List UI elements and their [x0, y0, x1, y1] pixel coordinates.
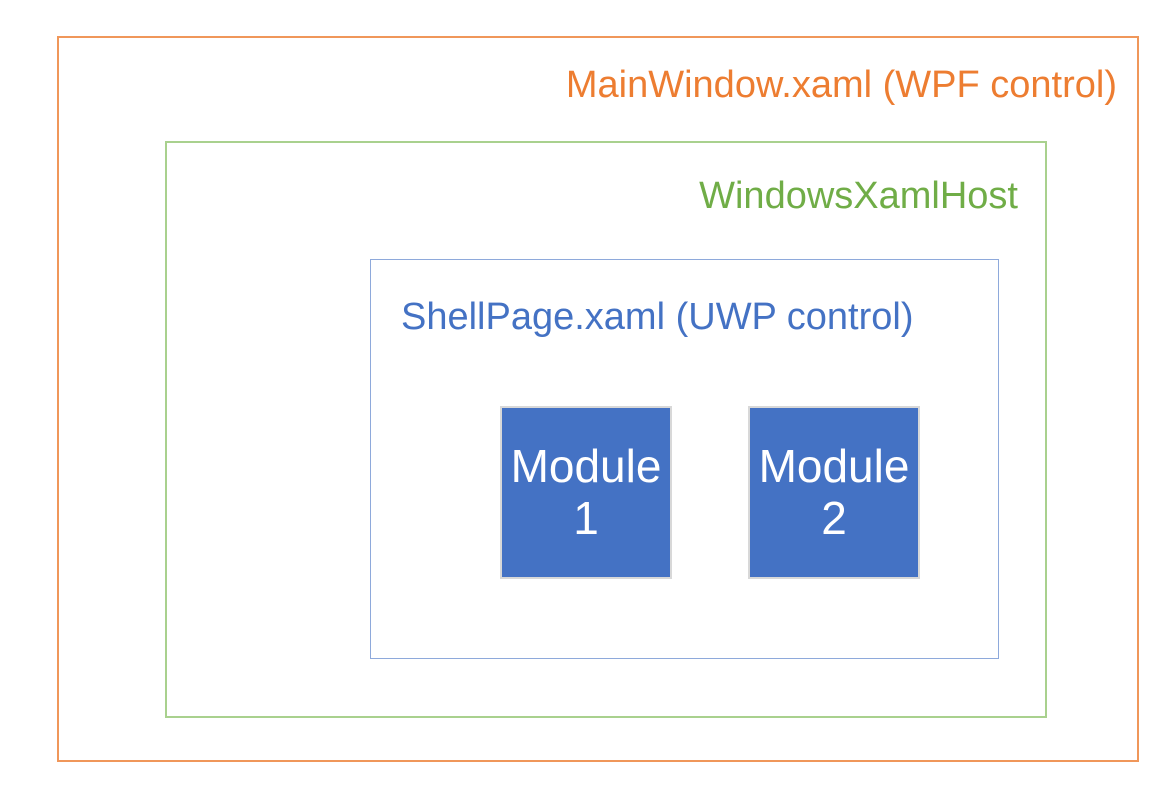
mainwindow-label: MainWindow.xaml (WPF control)	[565, 64, 1117, 106]
module-2-label-name: Module	[758, 439, 910, 492]
windowsxamlhost-box: WindowsXamlHost ShellPage.xaml (UWP cont…	[165, 141, 1047, 718]
shellpage-box: ShellPage.xaml (UWP control) Module 1 Mo…	[370, 259, 999, 659]
mainwindow-box: MainWindow.xaml (WPF control) WindowsXam…	[57, 36, 1139, 762]
module-2-label-number: 2	[821, 491, 847, 544]
module-1-label-name: Module	[510, 439, 662, 492]
shellpage-label: ShellPage.xaml (UWP control)	[401, 296, 914, 338]
windowsxamlhost-label: WindowsXamlHost	[699, 175, 1018, 217]
module-1-box: Module 1	[500, 406, 672, 579]
module-1-label-number: 1	[573, 491, 599, 544]
module-2-box: Module 2	[748, 406, 920, 579]
